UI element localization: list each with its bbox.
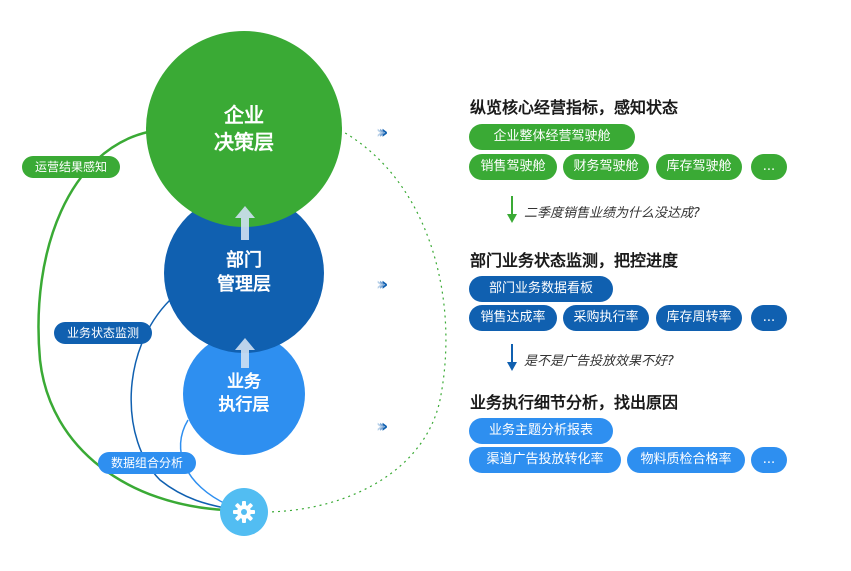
up-arrow-icon [235,206,255,240]
pill-enterprise-cockpit[interactable]: 企业整体经营驾驶舱 [469,124,635,150]
pill-more[interactable]: ... [751,154,787,180]
pill-finance-cockpit[interactable]: 财务驾驶舱 [563,154,649,180]
chevron-right-icon: ››› [376,274,389,295]
section-heading-execution: 业务执行细节分析，找出原因 [470,393,679,412]
chevron-right-icon: ››› [376,122,389,143]
pill-sales-rate[interactable]: 销售达成率 [469,305,557,331]
pill-more[interactable]: ... [751,447,787,473]
pill-inventory-turnover[interactable]: 库存周转率 [656,305,742,331]
section-heading-management: 部门业务状态监测，把控进度 [470,251,679,270]
layer-label: 决策层 [214,130,274,154]
layer-label: 企业 [224,103,264,127]
pill-quality-pass-rate[interactable]: 物料质检合格率 [627,447,745,473]
pill-sales-cockpit[interactable]: 销售驾驶舱 [469,154,557,180]
pill-inventory-cockpit[interactable]: 库存驾驶舱 [656,154,742,180]
section-heading-decision: 纵览核心经营指标，感知状态 [470,98,679,117]
question-text: 是不是广告投放效果不好? [524,354,674,369]
layer-label: 部门 [226,249,262,271]
pill-business-report[interactable]: 业务主题分析报表 [469,418,613,444]
chevron-right-icon: ››› [376,416,389,437]
pill-dept-dashboard[interactable]: 部门业务数据看板 [469,276,613,302]
pill-ad-conversion[interactable]: 渠道广告投放转化率 [469,447,621,473]
layer-label: 业务 [227,372,261,393]
pill-more[interactable]: ... [751,305,787,331]
layer-label: 管理层 [217,274,271,295]
up-arrow-icon [235,338,255,368]
side-tag-data-analysis: 数据组合分析 [98,452,197,474]
question-text: 二季度销售业绩为什么没达成? [524,206,700,221]
side-tag-result-perception: 运营结果感知 [22,156,121,178]
layer-circle-execution: 业务 执行层 [183,333,305,455]
gear-icon[interactable] [220,488,268,536]
layer-circle-decision: 企业 决策层 [146,31,342,227]
side-tag-status-monitor: 业务状态监测 [54,322,153,344]
layer-label: 执行层 [218,395,270,415]
pill-purchase-rate[interactable]: 采购执行率 [563,305,649,331]
down-arrow-icon [507,344,517,371]
down-arrow-icon [507,196,517,223]
